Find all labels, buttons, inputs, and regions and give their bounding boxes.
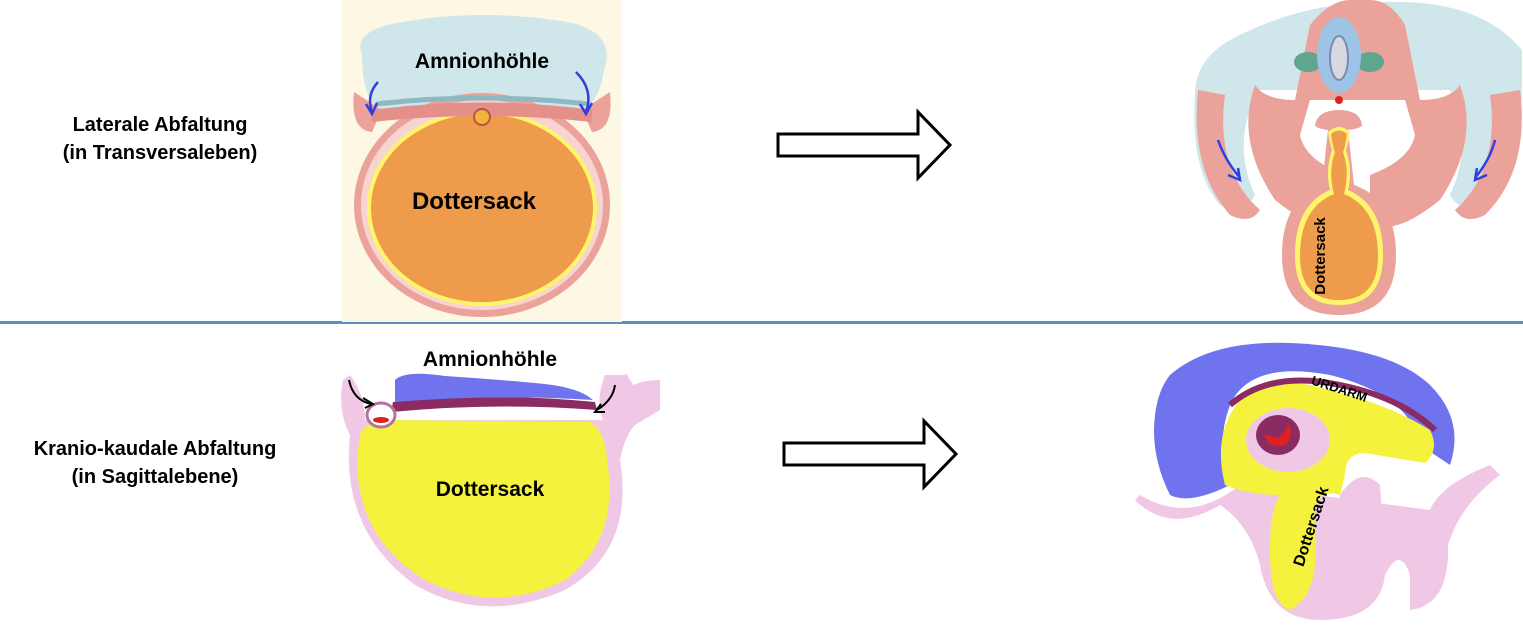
diagram-cranio-before: Amnionhöhle Dottersack xyxy=(341,348,660,607)
body-wall xyxy=(1248,0,1467,227)
somite-left xyxy=(1294,52,1322,72)
amnion-cavity xyxy=(360,15,607,112)
diagram-lateral-before: Amnionhöhle Dottersack xyxy=(342,0,622,322)
fold-arrow-icon xyxy=(1227,167,1242,183)
amnion-cavity xyxy=(1154,342,1455,499)
amnion-label: Amnionhöhle xyxy=(423,348,557,371)
fold-arrow-icon xyxy=(368,81,379,113)
yolk-sac-label: Dottersack xyxy=(412,188,537,215)
pericardial-cavity xyxy=(1256,415,1300,455)
amnion-cavity xyxy=(395,373,593,402)
yolk-sac-label: Dottersack xyxy=(436,478,545,501)
heart-primordium xyxy=(373,417,389,423)
embryonic-disc xyxy=(1228,377,1438,433)
neural-canal xyxy=(1329,35,1349,81)
ectoderm-layer xyxy=(375,95,589,107)
yolk-sac xyxy=(357,420,610,598)
fold-arrow-icon xyxy=(578,102,594,117)
yolk-sac xyxy=(371,114,593,302)
side-wall-left xyxy=(353,92,382,132)
right-arrow-icon xyxy=(776,108,953,182)
fold-arrow-icon xyxy=(362,397,376,409)
fold-arrow-icon xyxy=(593,403,605,413)
heart-primordium xyxy=(1264,423,1291,447)
yolk-sac xyxy=(1300,130,1378,300)
fold-arrow-icon xyxy=(364,102,379,117)
row-label-lateral-line2: (in Transversaleben) xyxy=(62,142,258,164)
notochord xyxy=(473,108,491,126)
connecting-stalk xyxy=(1333,477,1382,598)
diagram-cranio-after: URDARM Dottersack xyxy=(1135,342,1500,620)
side-wall-right xyxy=(582,92,611,132)
diagram-lateral-after: Dottersack xyxy=(1194,0,1522,315)
amnion-label: Amnionhöhle xyxy=(415,50,549,73)
amnion-cavity xyxy=(1194,1,1522,209)
fold-arrow-icon xyxy=(596,384,616,411)
row-label-lateral: Laterale Abfaltung (in Transversaleben) xyxy=(25,111,295,167)
notochord xyxy=(1335,96,1343,104)
fold-arrow-icon xyxy=(1474,139,1497,179)
row-label-cranio-line2: (in Sagittalebene) xyxy=(71,466,239,488)
fold-arrow-icon xyxy=(1473,167,1488,183)
lateral-fold-right xyxy=(1455,90,1522,219)
right-arrow-icon xyxy=(782,417,959,491)
row-label-cranio-line1: Kranio-kaudale Abfaltung xyxy=(33,438,277,460)
fold-arrow-icon xyxy=(575,71,590,113)
somite-right xyxy=(1356,52,1384,72)
embryo-wall xyxy=(1135,465,1500,620)
embryonic-disc xyxy=(391,397,597,412)
row-label-lateral-line1: Laterale Abfaltung xyxy=(72,114,248,136)
pericardial-cavity xyxy=(365,401,397,429)
fold-arrow-icon xyxy=(348,379,372,405)
row-label-cranio: Kranio-kaudale Abfaltung (in Sagittalebe… xyxy=(0,435,310,491)
fold-arrow-icon xyxy=(1216,139,1241,179)
yolk-sac-label: Dottersack xyxy=(1312,217,1329,295)
lateral-fold-left xyxy=(1196,90,1260,219)
row-divider xyxy=(0,321,1523,324)
